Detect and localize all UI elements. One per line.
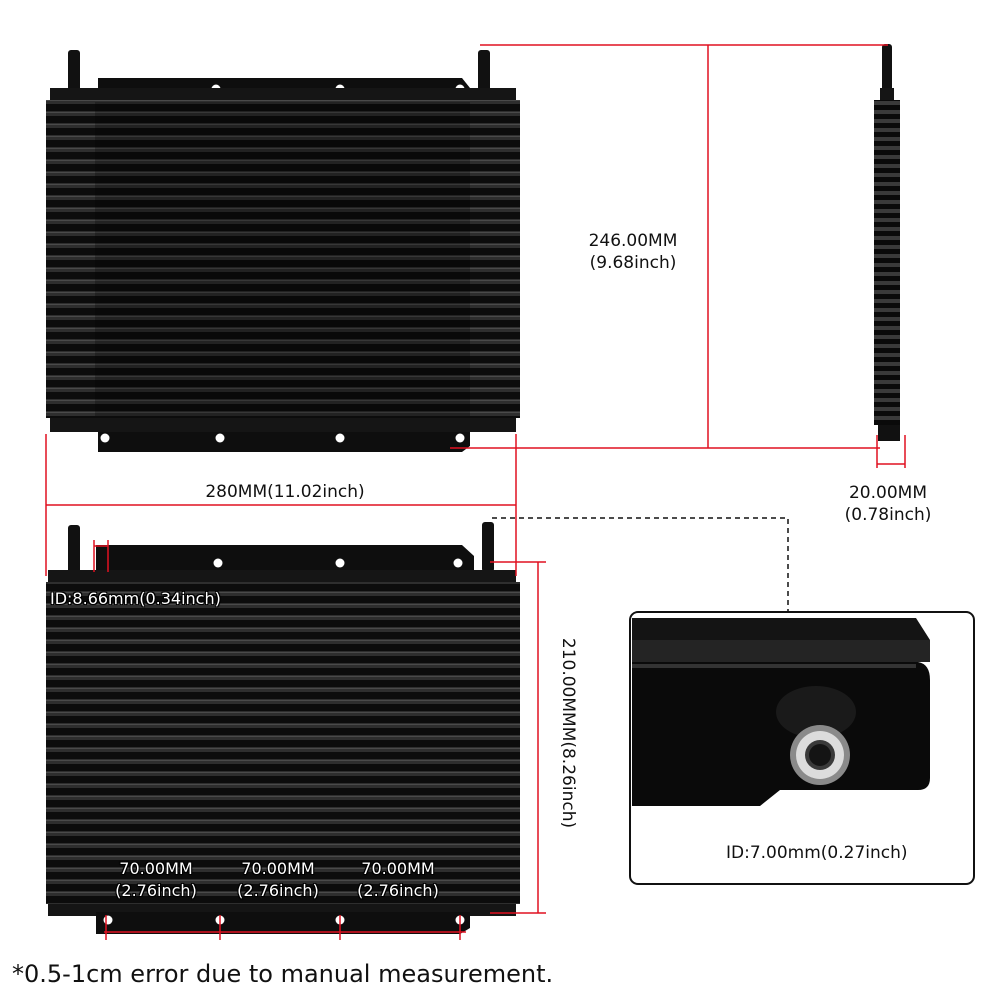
cooler-top — [46, 50, 520, 452]
hole-spacing-1-inch: (2.76inch) — [115, 881, 197, 900]
width-dimension-label: 280MM(11.02inch) — [205, 482, 365, 502]
inlet-id-label: ID:8.66mm(0.34inch) — [50, 589, 221, 608]
hole-spacing-1-mm: 70.00MM — [119, 859, 193, 878]
cooler-side — [874, 44, 900, 441]
hole-spacing-2-inch: (2.76inch) — [237, 881, 319, 900]
hole-spacing-2: 70.00MM (2.76inch) — [220, 858, 336, 902]
thickness-mm: 20.00MM — [848, 483, 927, 503]
measurement-footnote: *0.5-1cm error due to manual measurement… — [12, 960, 554, 988]
height-dimension-label: 246.00MM (9.68inch) — [568, 230, 698, 274]
detail-leader-line — [492, 517, 789, 612]
height-mm: 246.00MM — [588, 231, 678, 251]
hole-spacing-3: 70.00MM (2.76inch) — [340, 858, 456, 902]
hole-spacing-3-mm: 70.00MM — [361, 859, 435, 878]
thickness-dimension-label: 20.00MM (0.78inch) — [820, 482, 956, 526]
dimension-lines — [45, 44, 906, 940]
hole-spacing-2-mm: 70.00MM — [241, 859, 315, 878]
cooler-bottom — [46, 522, 520, 934]
height-inch: (9.68inch) — [589, 253, 677, 273]
outlet-id-label: ID:7.00mm(0.27inch) — [726, 843, 908, 863]
detail-inset — [629, 611, 975, 885]
core-height-label: 210.00MMM(8.26inch) — [558, 637, 578, 829]
hole-spacing-1: 70.00MM (2.76inch) — [98, 858, 214, 902]
thickness-inch: (0.78inch) — [844, 505, 932, 525]
hole-spacing-3-inch: (2.76inch) — [357, 881, 439, 900]
